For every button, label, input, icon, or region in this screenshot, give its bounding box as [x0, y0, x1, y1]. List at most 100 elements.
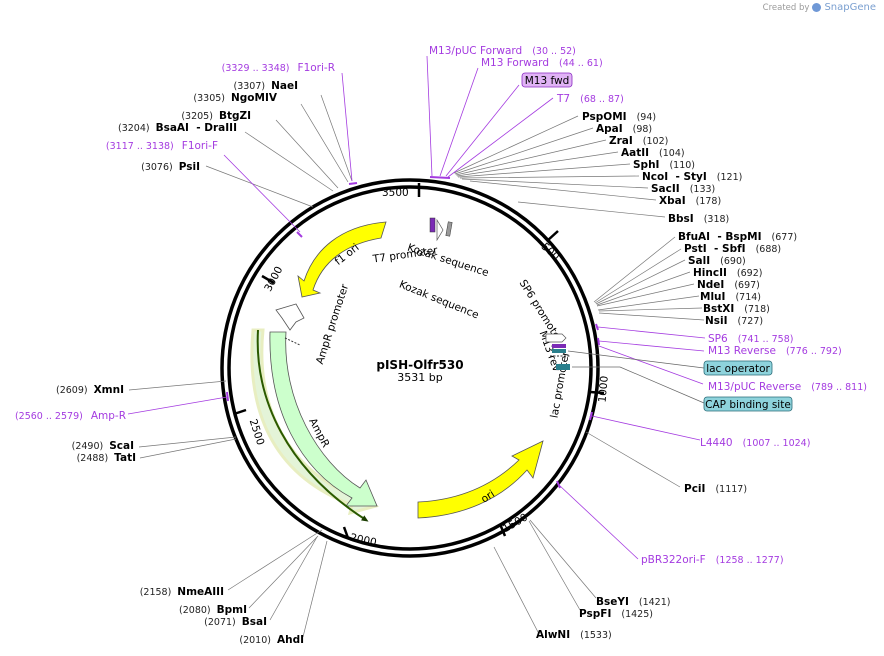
enzyme-label-bsaai-draiii: (3204)BsaAI - DraIII	[118, 122, 237, 134]
m13-reverse-mark	[552, 344, 566, 348]
ampr-primer-arrow	[256, 329, 369, 522]
feature-ampr-promoter-label: AmpR promoter	[314, 282, 351, 366]
feature-ampr-promoter-arrow	[275, 303, 305, 331]
m13-reverse-ring-mark	[597, 337, 600, 346]
enzyme-label-ahdi: (2010)AhdI	[239, 634, 304, 646]
feature-f1-ori-arrow	[297, 221, 387, 298]
enzyme-label-nmeaiii: (2158)NmeAIII	[140, 586, 224, 598]
enzyme-label-bstxi: BstXI(718)	[703, 303, 770, 315]
primer-label-f1ori-r: (3329 .. 3348)F1ori-R	[222, 62, 335, 74]
tick-500	[546, 230, 559, 242]
right-primer-labels: M13/pUC Forward(30 .. 52) M13 Forward(44…	[429, 45, 867, 566]
enzyme-label-bbsi: BbsI(318)	[668, 213, 729, 225]
lac-operator-box-label: lac operator	[706, 363, 770, 375]
backbone-outer-ring	[220, 178, 600, 558]
primer-label-m13-forward: M13 Forward(44 .. 61)	[481, 57, 603, 69]
primer-marks	[226, 176, 600, 489]
tick-label-2000: 2000	[349, 532, 378, 549]
feature-kozak-label-2: Kozak sequence	[397, 279, 480, 322]
lac-operator-mark	[552, 349, 566, 353]
enzyme-label-sphi: SphI(110)	[633, 159, 695, 171]
l4440-mark	[589, 411, 593, 421]
cap-binding-site-box	[703, 396, 793, 412]
t7-primer-mark	[429, 217, 436, 233]
tick-2500	[233, 408, 247, 416]
m13-fwd-ring-mark	[429, 176, 451, 179]
m13-fwd-box-label: M13 fwd	[525, 75, 570, 87]
primer-label-f1ori-f: (3117 .. 3138)F1ori-F	[106, 140, 218, 152]
credit-brand: SnapGene	[824, 2, 876, 13]
plasmid-name: pISH-Olfr530	[376, 358, 463, 372]
cap-binding-site-box-label: CAP binding site	[705, 399, 791, 411]
enzyme-label-ncoi-styi: NcoI - StyI(121)	[642, 171, 742, 183]
tick-label-1000: 1000	[596, 375, 610, 403]
snapgene-logo-icon	[812, 3, 822, 12]
enzyme-label-sali: SalI(690)	[688, 255, 746, 267]
enzyme-label-ndei: NdeI(697)	[697, 279, 760, 291]
enzyme-label-pspomi: PspOMI(94)	[582, 111, 656, 123]
credit-prefix: Created by	[762, 2, 810, 13]
primer-label-sp6: SP6(741 .. 758)	[708, 333, 793, 345]
sp6-arrow-small	[545, 333, 567, 343]
f1ori-f-mark	[296, 231, 303, 238]
primer-label-m13-puc-forward: M13/pUC Forward(30 .. 52)	[429, 45, 576, 57]
right-enzyme-labels: PspOMI(94) ApaI(98) ZraI(102) AatII(104)…	[536, 111, 797, 641]
boxed-labels: M13 fwd lac operator CAP binding site	[521, 72, 793, 412]
tick-1000	[589, 390, 605, 395]
enzyme-label-psti-sbfi: PstI - SbfI(688)	[684, 243, 781, 255]
enzyme-label-aatii: AatII(104)	[621, 147, 685, 159]
f1ori-r-mark	[348, 182, 358, 185]
enzyme-label-tati: (2488)TatI	[77, 452, 136, 464]
tick-2000	[342, 526, 350, 539]
enzyme-label-sacii: SacII(133)	[651, 183, 715, 195]
primer-label-amp-r: (2560 .. 2579)Amp-R	[15, 410, 126, 422]
snapgene-credit: Created by SnapGene	[763, 2, 876, 13]
primer-leader-lines	[127, 55, 706, 560]
enzyme-label-ngomiv: (3305)NgoMIV	[193, 92, 277, 104]
enzyme-label-xbai: XbaI(178)	[659, 195, 721, 207]
feature-kozak-label-1: Kozak sequence	[406, 242, 490, 280]
enzyme-label-alwni: AlwNI(1533)	[536, 629, 612, 641]
enzyme-label-nsii: NsiI(727)	[705, 315, 763, 327]
enzyme-label-hincii: HincII(692)	[693, 267, 762, 279]
enzyme-label-btgzi: (3205)BtgZI	[181, 110, 251, 122]
primer-label-pbr322ori-f: pBR322ori-F(1258 .. 1277)	[641, 554, 784, 566]
box-leader-lines	[567, 350, 705, 404]
primer-label-l4440: L4440(1007 .. 1024)	[700, 437, 810, 449]
enzyme-label-scai: (2490)ScaI	[72, 440, 134, 452]
enzyme-label-zrai: ZraI(102)	[609, 135, 668, 147]
backbone-inner-ring	[227, 185, 593, 551]
lac-operator-box	[703, 360, 773, 376]
enzyme-label-pcii: PciI(1117)	[684, 483, 747, 495]
leader-lines	[128, 94, 705, 638]
enzyme-label-xmni: (2609)XmnI	[56, 384, 124, 396]
feature-ori-arrow	[417, 440, 544, 519]
cap-binding-mark	[556, 364, 570, 370]
left-enzyme-labels: (3329 .. 3348)F1ori-R (3307)NaeI (3305)N…	[15, 62, 335, 646]
plasmid-size: 3531 bp	[397, 371, 442, 384]
tick-label-3500: 3500	[382, 187, 409, 199]
enzyme-label-bsai: (2071)BsaI	[204, 616, 267, 628]
enzyme-label-pspfi: PspFI(1425)	[579, 608, 653, 620]
primer-label-m13-reverse: M13 Reverse(776 .. 792)	[708, 345, 842, 357]
enzyme-label-naei: (3307)NaeI	[234, 80, 299, 92]
t7-promoter-arrow-small	[436, 218, 444, 242]
sp6-mark	[595, 323, 599, 331]
enzyme-label-apai: ApaI(98)	[596, 123, 652, 135]
tick-1500	[498, 523, 507, 537]
pbr322-mark	[556, 480, 561, 489]
primer-label-m13-puc-reverse: M13/pUC Reverse(789 .. 811)	[708, 381, 867, 393]
kozak-mark	[445, 221, 453, 237]
amp-r-mark	[226, 391, 229, 402]
enzyme-label-bseyi: BseYI(1421)	[596, 596, 670, 608]
ampr-promoter-dash	[284, 337, 301, 346]
enzyme-label-bfuai-bspmi: BfuAI - BspMI(677)	[678, 231, 797, 243]
enzyme-label-bpmi: (2080)BpmI	[179, 604, 247, 616]
enzyme-label-mlui: MluI(714)	[700, 291, 761, 303]
backbone	[220, 178, 600, 558]
tick-3000	[261, 274, 275, 285]
enzyme-label-psii: (3076)PsiI	[141, 161, 200, 173]
primer-label-t7: T7(68 .. 87)	[556, 93, 624, 105]
m13-fwd-box	[521, 72, 573, 88]
